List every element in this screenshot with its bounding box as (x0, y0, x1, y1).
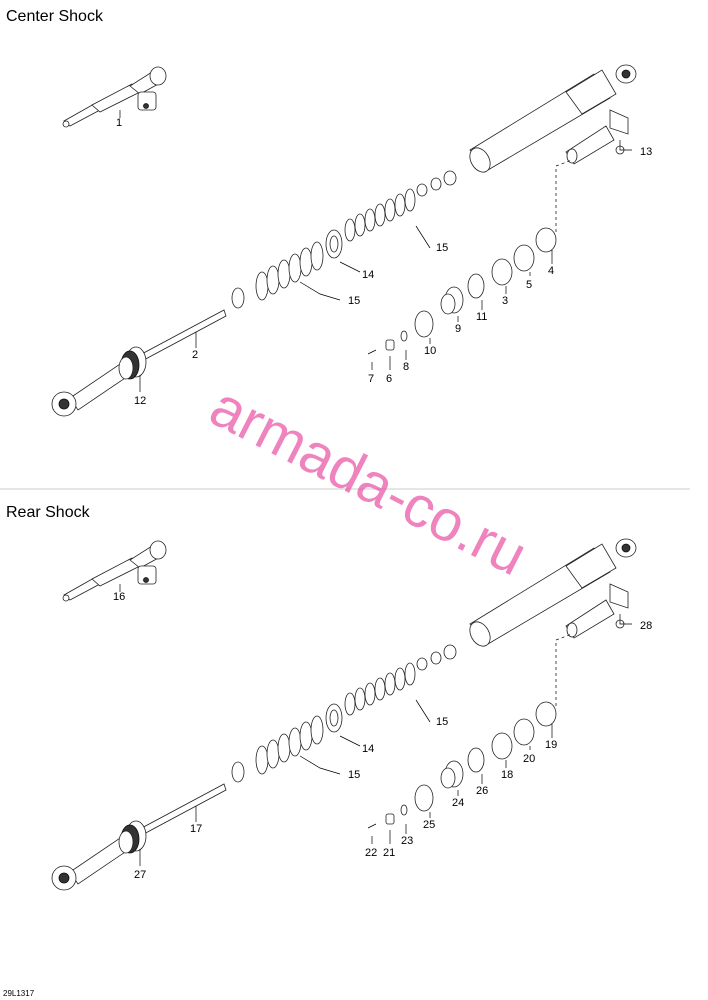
callout-spring-upper: 15 (436, 716, 448, 728)
callout-seal-disc: 19 (545, 739, 557, 751)
callout-oring-large: 20 (523, 753, 535, 765)
callout-cartridge: 16 (113, 591, 125, 603)
callout-valve-cap: 13 (640, 146, 652, 158)
callout-nut: 6 (386, 373, 392, 385)
callout-cartridge: 1 (116, 117, 122, 129)
callout-bumper-cap: 18 (501, 769, 513, 781)
figure-code: 29L1317 (3, 989, 35, 998)
callout-pin: 22 (365, 847, 377, 859)
section-title: Center Shock (6, 8, 104, 25)
callout-spring-seat: 14 (362, 743, 374, 755)
callout-oring-large: 5 (526, 279, 532, 291)
section-center-shock: Center Shock 1 2 3 4 5 6 7 8 9 10 11 12 … (6, 8, 652, 417)
callout-disc-piston: 26 (476, 785, 488, 797)
callout-shaft: 17 (190, 823, 202, 835)
callout-washer-small: 23 (401, 835, 413, 847)
callout-oring-piston: 10 (424, 345, 436, 357)
watermark: armada-co.ru (200, 374, 537, 589)
callout-washer-small: 8 (403, 361, 409, 373)
callout-seal-disc: 4 (548, 265, 554, 277)
section-title: Rear Shock (6, 504, 91, 521)
callout-bumper-cap: 3 (502, 295, 508, 307)
callout-disc-piston: 11 (476, 311, 487, 323)
callout-spring-lower: 15 (348, 295, 360, 307)
section-rear-shock: Rear Shock 16 17 18 19 20 21 22 23 24 25… (6, 504, 652, 891)
callout-valve-cap: 28 (640, 620, 652, 632)
callout-piston: 9 (455, 323, 461, 335)
callout-spring-lower: 15 (348, 769, 360, 781)
callout-pin: 7 (368, 373, 374, 385)
callout-bushing-ring: 27 (134, 869, 146, 881)
callout-bushing-ring: 12 (134, 395, 146, 407)
callout-nut: 21 (383, 847, 395, 859)
callout-spring-seat: 14 (362, 269, 374, 281)
callout-shaft: 2 (192, 349, 198, 361)
callout-oring-piston: 25 (423, 819, 435, 831)
callout-spring-upper: 15 (436, 242, 448, 254)
callout-piston: 24 (452, 797, 464, 809)
